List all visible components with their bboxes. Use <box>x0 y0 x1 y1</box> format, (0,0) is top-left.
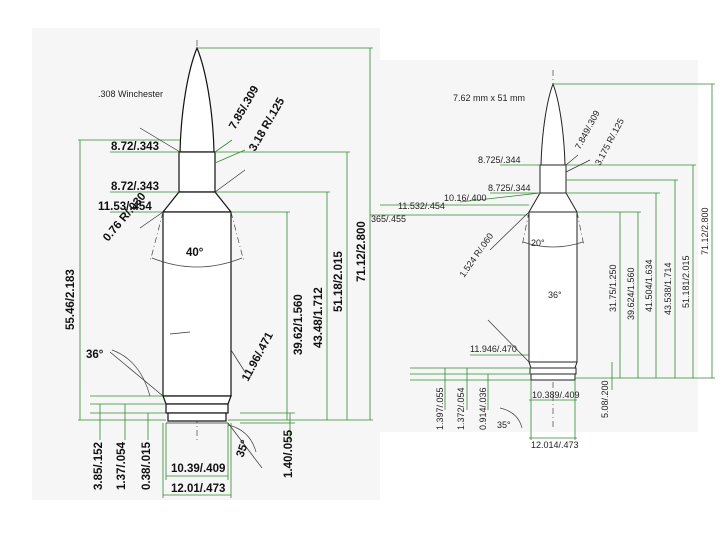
left-dim-1-37: 1.37/.054 <box>116 441 128 490</box>
right-dim-43-538: 43.538/1.714 <box>663 262 673 315</box>
right-dim-0-914: 0.914/.036 <box>478 387 488 430</box>
right-dim-39-624: 39.624/1.560 <box>626 267 636 320</box>
left-dim-8-72-b: 8.72/.343 <box>111 181 159 193</box>
right-case-rim <box>529 367 577 375</box>
left-angle-40: 40° <box>186 247 204 259</box>
left-dim-1-40: 1.40/.055 <box>283 429 295 478</box>
right-angle-36: 36° <box>548 290 562 300</box>
left-angle-35: 35° <box>235 438 252 459</box>
left-dim-71-12: 71.12/2.800 <box>356 221 368 282</box>
right-dim-71-12: 71.12/2.800 <box>700 207 710 255</box>
left-angle-arc-36 <box>111 349 151 397</box>
right-angle-20: 20° <box>531 238 545 248</box>
right-dim-1-372: 1.372/.054 <box>456 387 466 430</box>
left-case-groove <box>162 395 232 405</box>
right-dim-12-014: 12.014/.473 <box>531 440 579 450</box>
right-dim-10-389: 10.389/.409 <box>532 390 580 400</box>
right-case-neck <box>539 164 567 194</box>
left-dim-10-39: 10.39/.409 <box>171 463 225 475</box>
right-dim-8-725-b: 8.725/.344 <box>488 183 531 193</box>
right-case-groove <box>528 361 578 369</box>
left-dim-55-46: 55.46/2.183 <box>65 269 77 330</box>
left-case-body <box>162 211 232 397</box>
right-angle-arc-35 <box>499 407 523 429</box>
right-dim-8-725-a: 8.725/.344 <box>478 155 521 165</box>
right-title: 7.62 mm x 51 mm <box>453 93 525 103</box>
right-dim-1-397: 1.397/.055 <box>435 387 445 430</box>
left-dim-39-62: 39.62/1.560 <box>293 294 305 355</box>
left-angle-arc-40 <box>151 257 243 268</box>
right-dim-51-181: 51.181/2.015 <box>681 255 691 308</box>
right-case-body <box>528 211 578 363</box>
left-dim-51-18: 51.18/2.015 <box>333 251 345 312</box>
right-angle-35: 35° <box>497 420 511 430</box>
left-dim-43-48: 43.48/1.712 <box>313 287 325 348</box>
right-dim-10-16: 10.16/.400 <box>444 193 487 203</box>
left-angle-36: 36° <box>86 349 104 361</box>
right-dim-31-75: 31.75/1.250 <box>608 264 618 312</box>
right-angle-arc-20 <box>522 241 584 248</box>
right-dim-11-532: 11.532/.454 <box>398 201 445 211</box>
left-case-neck <box>178 151 216 193</box>
left-dim-11-53: 11.53/.454 <box>98 201 152 213</box>
right-dim-365: 365/.455 <box>371 214 406 224</box>
left-title: .308 Winchester <box>98 89 163 99</box>
right-dim-5-08: 5.08/.200 <box>600 380 610 418</box>
left-case-base <box>167 412 227 422</box>
left-dim-3-85: 3.85/.152 <box>93 442 105 490</box>
left-dim-12-01: 12.01/.473 <box>171 483 225 495</box>
left-angle-arc-35 <box>227 424 257 453</box>
right-dim-11-946: 11.946/.470 <box>470 344 517 354</box>
right-case-base <box>530 373 576 381</box>
left-dim-0-38: 0.38/.015 <box>141 441 153 490</box>
left-dim-8-72-a: 8.72/.343 <box>111 141 159 153</box>
right-dim-41-504: 41.504/1.634 <box>644 259 654 312</box>
left-case-rim <box>165 403 229 414</box>
